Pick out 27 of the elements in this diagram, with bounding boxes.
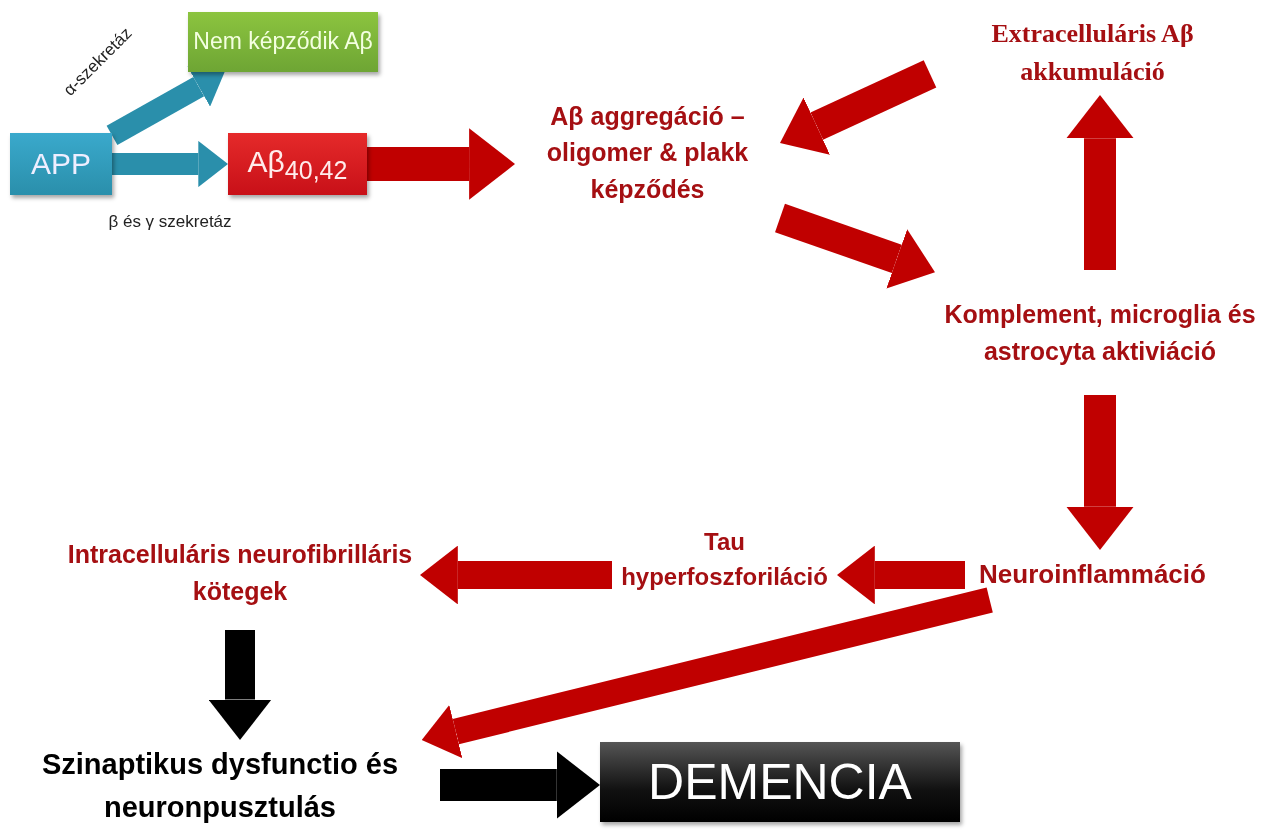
block-arrow [1066,395,1134,550]
step-label: Tau hyperfoszforiláció [612,510,837,610]
block-arrow [420,545,612,605]
box-label: APP [31,146,91,183]
step-label: Komplement, microglia és astrocyta aktiviáció [935,270,1265,395]
step-label: Intracelluláris neurofibrilláris kötegek [60,515,420,630]
box-label: Nem képződik Aβ [193,27,373,57]
box-label: Aβ$_{40,42}$ [247,143,348,186]
block-arrow [421,587,993,759]
step-label: Neuroinflammáció [965,550,1220,600]
block-arrow [837,545,965,605]
block-arrow [775,203,935,289]
block-arrow [112,140,228,188]
block-arrow [367,128,515,200]
step-label: Szinaptikus dysfunctio és neuronpusztulás [0,740,440,831]
process-box [10,133,112,195]
step-label: Extracelluláris Aβ akkumuláció [930,10,1255,95]
edge-label: β és γ szekretáz [106,212,234,232]
box-label: DEMENCIA [648,752,912,812]
step-label: Aβ aggregáció – oligomer & plakk képződés [515,80,780,225]
process-box [600,742,960,822]
process-box [228,133,367,195]
block-arrow [208,630,272,740]
block-arrow [440,751,600,819]
block-arrow [1066,95,1134,270]
process-box [188,12,378,72]
block-arrow [780,60,937,155]
